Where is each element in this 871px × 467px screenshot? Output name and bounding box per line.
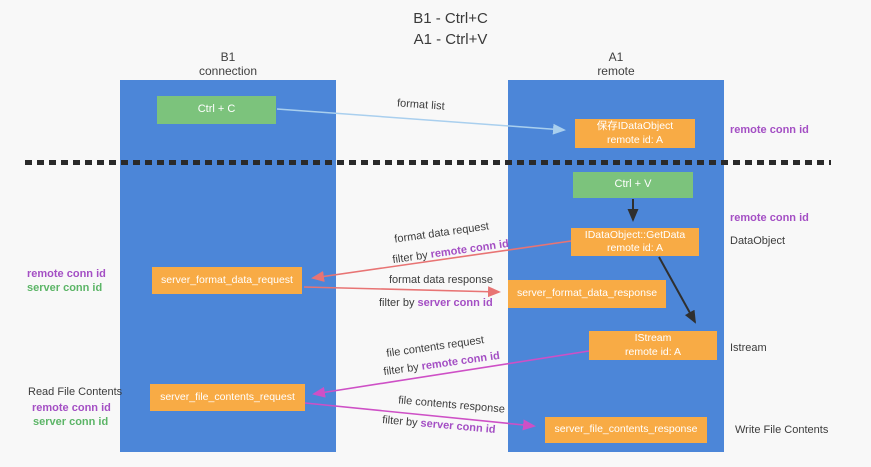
- annotation-server-conn-id-left: server conn id: [27, 282, 103, 294]
- label-format-list: format list: [396, 97, 446, 113]
- node-istream-line2: remote id: A: [624, 345, 682, 358]
- lifeline-a1-role: remote: [597, 64, 635, 78]
- lifeline-a1-name: A1: [608, 50, 624, 64]
- annotation-remote-conn-id-left: remote conn id: [27, 268, 106, 280]
- node-istream-line1: IStream: [634, 332, 672, 345]
- diagram-title-line2: A1 - Ctrl+V: [413, 31, 488, 48]
- annotation-dataobject: DataObject: [730, 235, 786, 247]
- filter-by-text: filter by: [379, 297, 415, 309]
- node-server-format-data-response: server_format_data_response: [508, 280, 666, 308]
- diagram-title: B1 - Ctrl+C A1 - Ctrl+V: [15, 8, 871, 50]
- node-istream: IStream remote id: A: [589, 331, 717, 360]
- label-format-data-response: format data response: [389, 274, 493, 286]
- node-getdata: IDataObject::GetData remote id: A: [571, 228, 699, 256]
- node-ctrl-v: Ctrl + V: [573, 172, 693, 198]
- filter-by-text: filter by: [382, 361, 420, 379]
- node-save-idataobject-line2: remote id: A: [606, 133, 664, 146]
- node-server-file-contents-response-label: server_file_contents_response: [554, 423, 698, 436]
- lifeline-b1-name: B1: [220, 50, 236, 64]
- annotation-server-conn-id-bottom-left: server conn id: [33, 416, 109, 428]
- filter-by-text: filter by: [381, 414, 419, 430]
- lifeline-a1-header: A1 remote: [508, 50, 724, 78]
- node-getdata-line1: IDataObject::GetData: [584, 228, 686, 241]
- node-save-idataobject-line1: 保存IDataObject: [596, 120, 674, 133]
- server-conn-id-text: server conn id: [417, 297, 493, 309]
- node-server-file-contents-response: server_file_contents_response: [545, 417, 707, 443]
- node-ctrl-v-label: Ctrl + V: [614, 178, 652, 191]
- node-ctrl-c-label: Ctrl + C: [197, 103, 236, 116]
- server-conn-id-text: server conn id: [420, 417, 496, 436]
- annotation-remote-conn-id-mid-right: remote conn id: [730, 212, 809, 224]
- lifeline-b1-header: B1 connection: [120, 50, 336, 78]
- diagram-title-line1: B1 - Ctrl+C: [413, 10, 488, 27]
- remote-conn-id-text: remote conn id: [429, 237, 510, 261]
- node-ctrl-c: Ctrl + C: [157, 96, 276, 124]
- label-file-contents-response: file contents response: [397, 394, 506, 416]
- node-server-file-contents-request: server_file_contents_request: [150, 384, 305, 411]
- node-getdata-line2: remote id: A: [606, 242, 664, 254]
- node-server-format-data-response-label: server_format_data_response: [516, 287, 658, 300]
- node-server-format-data-request-label: server_format_data_request: [161, 273, 293, 286]
- filter-by-text: filter by: [391, 249, 429, 267]
- session-divider: [25, 160, 831, 165]
- annotation-istream: Istream: [730, 342, 767, 354]
- annotation-write-file-contents: Write File Contents: [735, 424, 829, 436]
- annotation-read-file-contents: Read File Contents: [28, 386, 123, 398]
- lifeline-b1-role: connection: [198, 64, 258, 78]
- node-server-file-contents-request-label: server_file_contents_request: [160, 390, 295, 403]
- annotation-remote-conn-id-bottom-left: remote conn id: [32, 402, 111, 414]
- node-save-idataobject: 保存IDataObject remote id: A: [575, 119, 695, 148]
- annotation-remote-conn-id-top-right: remote conn id: [730, 124, 809, 136]
- node-server-format-data-request: server_format_data_request: [152, 267, 302, 294]
